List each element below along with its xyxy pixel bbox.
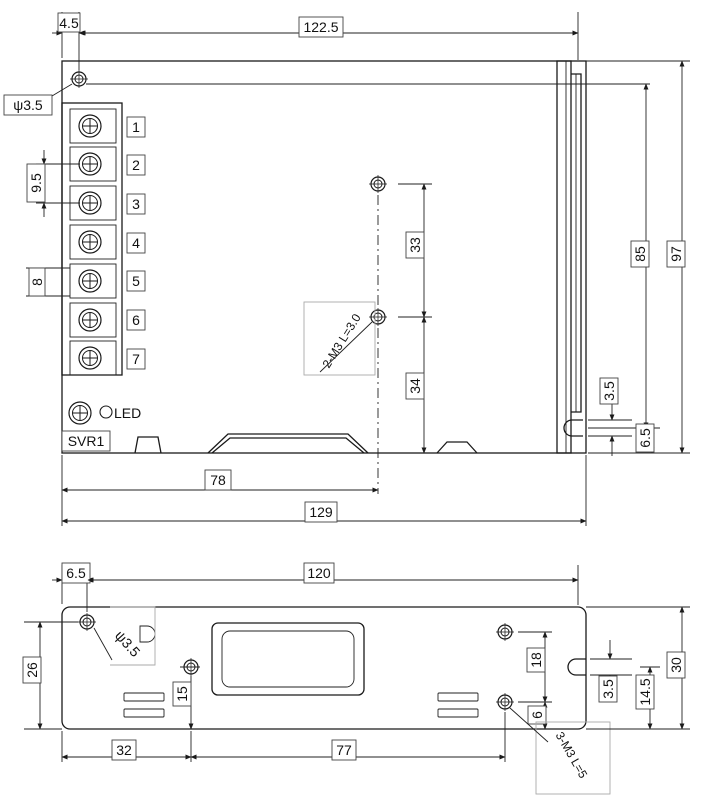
terminal-label-4: 4 bbox=[132, 235, 140, 251]
terminal-screw-icon bbox=[78, 191, 102, 215]
led-label: LED bbox=[114, 405, 141, 421]
dim-center-hole-x: 78 bbox=[210, 472, 226, 488]
side-hole-lower-icon bbox=[495, 692, 515, 712]
dim-total-height: 97 bbox=[668, 246, 684, 262]
dim-upper-hole-spacing: 33 bbox=[407, 237, 423, 253]
dim-side-hole-spacing: 18 bbox=[528, 652, 544, 668]
dim-total-width: 129 bbox=[309, 504, 333, 520]
terminal-label-2: 2 bbox=[132, 157, 140, 173]
dim-side-lower-offset: 6 bbox=[529, 711, 545, 719]
terminal-screw-icon bbox=[78, 308, 102, 332]
pot-label: SVR1 bbox=[68, 433, 105, 449]
dim-terminal-width: 8 bbox=[29, 278, 45, 286]
dim-lower-hole-offset: 34 bbox=[407, 378, 423, 394]
side-screw-note: 3-M3 L=5 bbox=[553, 729, 591, 780]
top-view: 1 2 3 4 5 6 7 LED SVR1 bbox=[3, 12, 690, 526]
potentiometer-icon bbox=[68, 401, 92, 425]
terminal-screw-icon bbox=[78, 152, 102, 176]
side-mount-hole-icon bbox=[77, 612, 97, 632]
dim-slot-offset: 6.5 bbox=[637, 428, 653, 448]
terminal-screw-icon bbox=[78, 269, 102, 293]
dim-hole-pitch-height: 85 bbox=[632, 246, 648, 262]
dim-side-small-hole-height: 15 bbox=[174, 686, 190, 702]
side-view: ψ3.5 6.5 120 26 15 18 6 bbox=[22, 562, 690, 795]
terminal-label-5: 5 bbox=[132, 273, 140, 289]
terminal-screw-icon bbox=[78, 346, 102, 370]
dim-side-slot-width: 3.5 bbox=[600, 679, 616, 699]
side-hole-upper-icon bbox=[495, 622, 515, 642]
dim-side-hole-height: 26 bbox=[24, 662, 40, 678]
dim-side-left-hole-x: 32 bbox=[116, 742, 132, 758]
terminal-screw-icon bbox=[78, 114, 102, 138]
dim-side-left-offset: 6.5 bbox=[66, 565, 86, 581]
top-screw-note: 2-M3 L=3.0 bbox=[319, 311, 363, 370]
dim-side-hole-pitch-77: 77 bbox=[336, 742, 352, 758]
case-outline-side bbox=[61, 606, 587, 730]
side-rail bbox=[556, 60, 572, 454]
terminal-labels: 1 2 3 4 5 6 7 bbox=[126, 116, 146, 370]
terminal-label-7: 7 bbox=[132, 351, 140, 367]
mount-hole-icon bbox=[69, 69, 89, 89]
dim-side-total-height: 30 bbox=[668, 657, 684, 673]
vent-window bbox=[211, 622, 365, 696]
terminal-label-3: 3 bbox=[132, 196, 140, 212]
dim-top-mount-hole: ψ3.5 bbox=[13, 97, 43, 113]
center-hole-lower-icon bbox=[368, 307, 388, 327]
dim-side-slot-height: 14.5 bbox=[637, 678, 653, 705]
dim-side-hole-pitch: 120 bbox=[307, 565, 331, 581]
dim-top-left-offset: 4.5 bbox=[59, 15, 79, 31]
dim-top-slot-width: 3.5 bbox=[601, 381, 617, 401]
dim-side-mount-hole: ψ3.5 bbox=[112, 627, 144, 660]
terminal-screw-icon bbox=[78, 230, 102, 254]
center-hole-upper-icon bbox=[368, 174, 388, 194]
led-icon bbox=[99, 405, 113, 419]
dim-terminal-pitch: 9.5 bbox=[28, 173, 44, 193]
dim-top-hole-pitch-width: 122.5 bbox=[303, 19, 338, 35]
terminal-label-6: 6 bbox=[132, 312, 140, 328]
terminal-screws bbox=[69, 108, 117, 376]
terminal-label-1: 1 bbox=[132, 119, 140, 135]
